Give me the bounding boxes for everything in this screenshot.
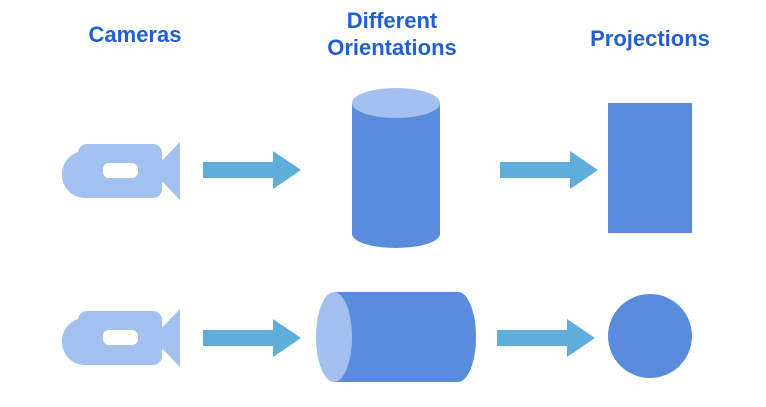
camera-slot (103, 163, 138, 178)
cylinder-body (352, 103, 440, 248)
header-orientations-line2: Orientations (327, 35, 457, 60)
vertical-cylinder-shape (352, 88, 440, 248)
arrow-right-icon (497, 319, 595, 357)
video-camera-icon (62, 142, 180, 200)
column-header-cameras: Cameras (88, 22, 182, 47)
arrow-head (570, 151, 598, 189)
column-header-projections: Projections (590, 26, 710, 51)
video-camera-icon (62, 309, 180, 367)
rectangle-projection-shape (608, 103, 692, 233)
header-orientations-line1: Different (346, 8, 438, 33)
column-header-different-orientations: Different Orientations (292, 7, 492, 61)
camera-viewfinder-cone (152, 309, 180, 367)
arrow-head (273, 319, 301, 357)
circle-projection-shape (608, 294, 692, 378)
arrow-right-icon (500, 151, 598, 189)
camera-slot (103, 330, 138, 345)
arrow-right-icon (203, 151, 301, 189)
arrow-head (273, 151, 301, 189)
circle-shape (608, 294, 692, 378)
cylinder-left-cap (316, 292, 352, 382)
horizontal-cylinder-shape (316, 292, 476, 382)
cylinder-body (334, 292, 476, 382)
cylinder-top-cap (352, 88, 440, 118)
arrow-shaft (203, 162, 275, 178)
arrow-right-icon (203, 319, 301, 357)
rectangle-shape (608, 103, 692, 233)
camera-viewfinder-cone (152, 142, 180, 200)
arrow-head (567, 319, 595, 357)
arrow-shaft (500, 162, 572, 178)
arrow-shaft (203, 330, 275, 346)
arrow-shaft (497, 330, 569, 346)
